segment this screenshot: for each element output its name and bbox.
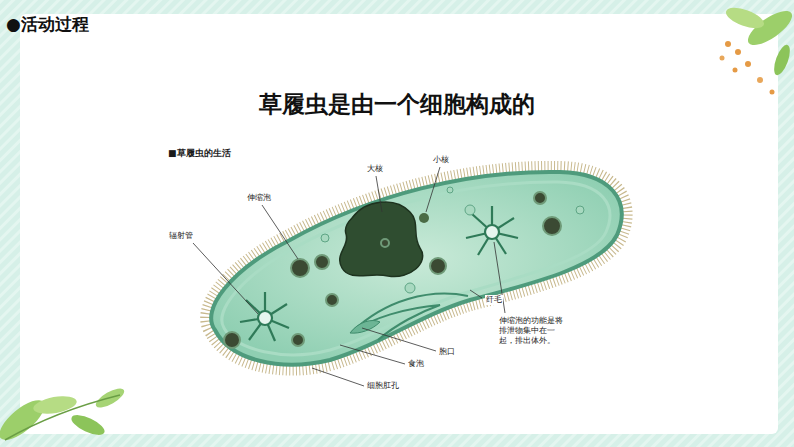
part-label: 辐射管 <box>168 231 194 241</box>
part-label: 纤毛 <box>485 295 503 305</box>
part-label: 胞口 <box>438 347 456 357</box>
part-label: 大核 <box>366 164 384 174</box>
paramecium-illustration <box>211 172 621 365</box>
slide-title: 草履虫是由一个细胞构成的 <box>259 91 535 119</box>
figure-caption: ■草履虫的生活 <box>168 148 231 159</box>
oral-opening <box>350 320 380 333</box>
white-panel <box>20 14 778 434</box>
part-label: 细胞肛孔 <box>366 381 400 390</box>
vesicle <box>321 187 584 293</box>
part-label: 小核 <box>432 155 450 165</box>
cell-body <box>211 172 621 365</box>
micronucleus <box>419 213 429 223</box>
contractile-vacuole <box>240 292 289 341</box>
oral-groove <box>352 294 468 340</box>
leaf-decoration <box>720 4 794 95</box>
section-heading: ●活动过程 <box>6 14 89 34</box>
part-label: 食泡 <box>407 359 425 369</box>
callout-note: 伸缩泡的功能是将排泄物集中在一起，排出体外。 <box>498 316 566 346</box>
macronucleus <box>340 202 423 277</box>
part-label: 伸缩泡 <box>246 193 272 203</box>
cell-membrane <box>222 182 610 355</box>
contractile-vacuole <box>466 206 518 255</box>
leaf-decoration <box>0 385 127 447</box>
cilia <box>211 172 621 365</box>
leader-line <box>193 167 505 386</box>
